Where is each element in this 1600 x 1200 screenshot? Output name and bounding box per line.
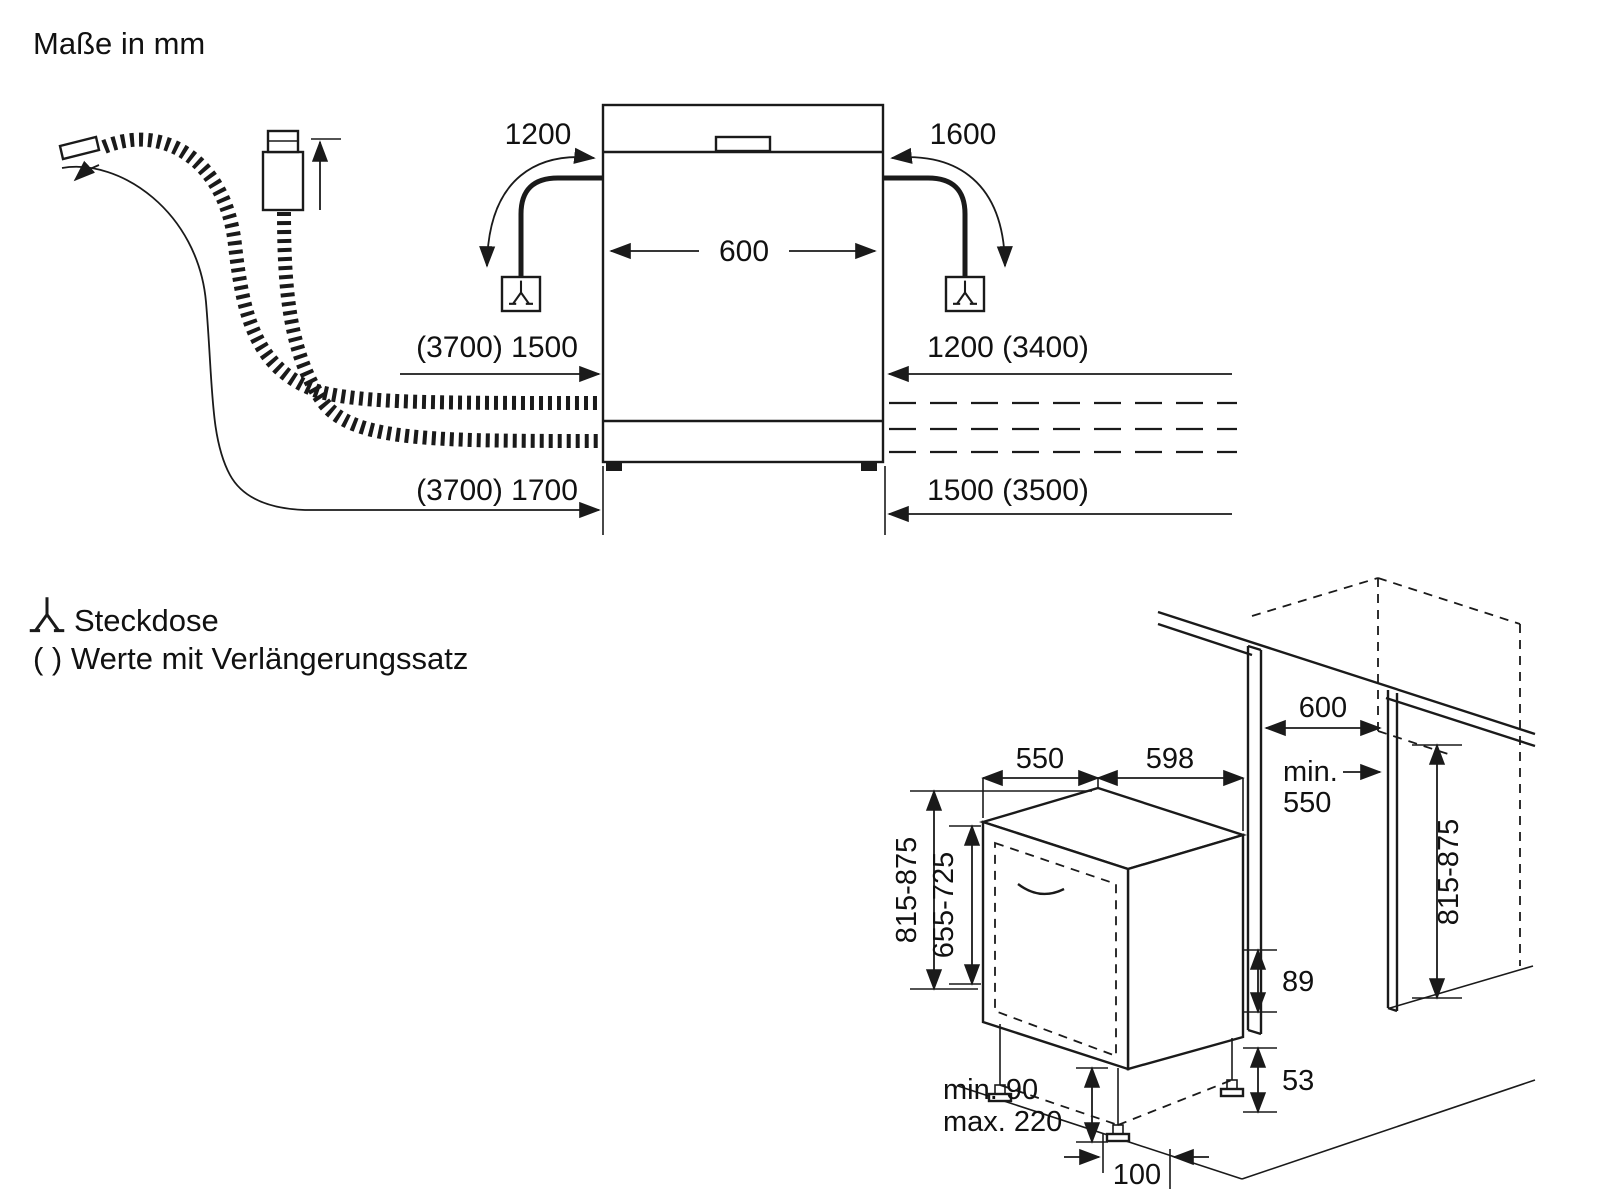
dim-815-875-left-label: 815-875 xyxy=(891,837,923,943)
dim-89-label: 89 xyxy=(1282,966,1314,998)
dim-3700-1500-label: (3700) 1500 xyxy=(416,331,578,364)
dim-100 xyxy=(1064,1133,1209,1189)
dim-foot-min-label: min. 90 xyxy=(943,1074,1038,1106)
dim-1600-arrow xyxy=(890,147,1013,268)
dim-655-725-label: 655-725 xyxy=(928,852,960,958)
cable-right xyxy=(883,175,968,276)
dim-min-550-label-1: min. xyxy=(1283,756,1338,788)
legend: Steckdose ( ) Werte mit Verlängerungssat… xyxy=(28,595,468,676)
dim-100-label: 100 xyxy=(1113,1159,1161,1191)
dishwasher-front xyxy=(601,103,885,471)
dim-min-550-label-2: 550 xyxy=(1283,787,1331,819)
countertop xyxy=(1157,610,1536,748)
dim-niche-600-label: 600 xyxy=(1299,692,1347,724)
legend-socket-label: Steckdose xyxy=(74,603,219,638)
supply-hose xyxy=(277,211,602,448)
socket-icon xyxy=(28,595,66,633)
door-handle xyxy=(1017,883,1065,896)
foot-right xyxy=(861,461,877,471)
dim-53 xyxy=(1243,1046,1277,1114)
dim-1600-label: 1600 xyxy=(930,118,997,151)
hose-continuation-dashed xyxy=(889,401,1237,454)
furniture-door-dashed xyxy=(994,841,1117,1058)
dim-foot-max-label: max. 220 xyxy=(943,1106,1062,1138)
dim-598-label: 598 xyxy=(1146,743,1194,775)
handle xyxy=(714,135,772,153)
dim-height-815-875-right xyxy=(1412,743,1462,1000)
dim-1200-3400-label: 1200 (3400) xyxy=(927,331,1089,364)
front-view: 1200 1600 600 (3700) 1500 1200 (3400) (3… xyxy=(58,103,1237,535)
dim-550-label: 550 xyxy=(1016,743,1064,775)
drain-hose-end-fitting xyxy=(58,135,101,161)
dim-1500-3500-label: 1500 (3500) xyxy=(927,474,1089,507)
foot-rear xyxy=(1219,1079,1245,1098)
dim-3700-1700-label: (3700) 1700 xyxy=(416,474,578,507)
dim-53-label: 53 xyxy=(1282,1065,1314,1097)
dim-door-655-725 xyxy=(949,824,981,986)
dim-89 xyxy=(1243,948,1277,1014)
dim-1200-arrow xyxy=(479,147,596,268)
drain-end-arrow xyxy=(73,160,100,182)
dim-600-label: 600 xyxy=(719,235,769,268)
foot-front-left xyxy=(987,1084,1013,1103)
dim-width-598 xyxy=(1096,769,1245,831)
dim-height-815-875-left xyxy=(910,789,1092,991)
cable-left xyxy=(518,175,603,276)
drain-hose xyxy=(58,132,602,410)
cabinet-side-panel xyxy=(1246,644,1263,1036)
page-title: Maße in mm xyxy=(33,26,205,61)
legend-extension-label: ( ) Werte mit Verlängerungssatz xyxy=(33,641,468,676)
side-face xyxy=(1126,833,1245,1071)
power-cord xyxy=(61,165,601,519)
socket-left xyxy=(500,275,542,313)
water-connection xyxy=(261,129,341,212)
niche-dashed-box xyxy=(1251,577,1521,966)
dim-foot-adjust xyxy=(1076,1066,1108,1144)
dim-815-875-right-label: 815-875 xyxy=(1433,819,1465,925)
niche-right-wall xyxy=(1386,690,1399,1013)
dishwasher-iso xyxy=(978,786,1248,1143)
dim-1200-label: 1200 xyxy=(505,118,572,151)
niche-view: 550 598 600 min. 550 815-875 655-725 815… xyxy=(891,577,1536,1191)
foot-left xyxy=(606,461,622,471)
socket-right xyxy=(944,275,986,313)
foot-front-right xyxy=(1105,1124,1131,1143)
